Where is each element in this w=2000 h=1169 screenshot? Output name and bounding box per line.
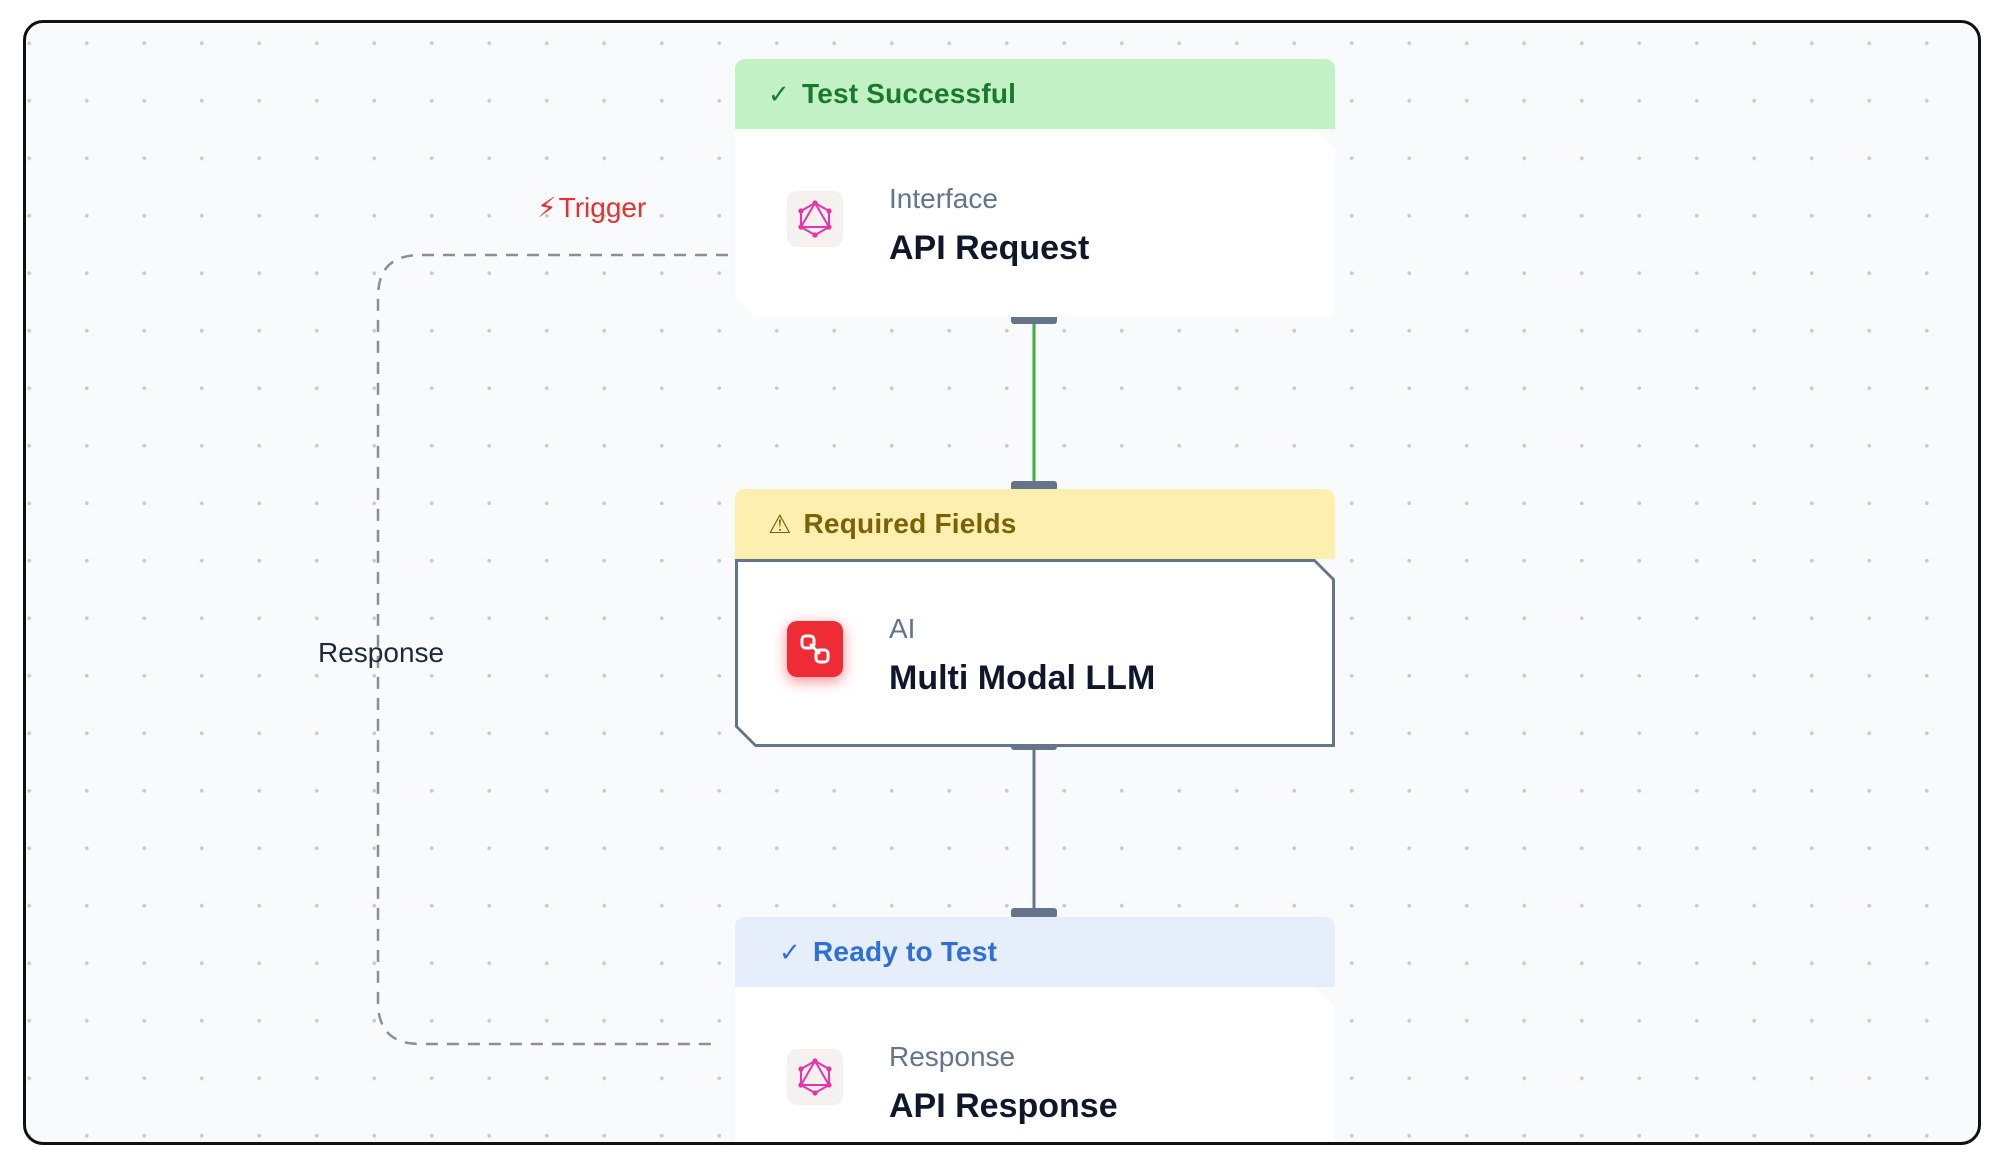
- status-banner-success: ✓ Test Successful: [735, 59, 1335, 129]
- node-api-request[interactable]: ✓ Test Successful Interface API Request: [735, 59, 1335, 317]
- node-title: Multi Modal LLM: [889, 659, 1156, 697]
- node-category: Interface: [889, 183, 998, 214]
- status-text: Required Fields: [803, 508, 1017, 539]
- check-icon: ✓: [768, 79, 790, 109]
- graphql-icon: [787, 1049, 843, 1105]
- trigger-label-text: Trigger: [558, 192, 647, 223]
- response-loop-connector: [376, 253, 728, 1046]
- status-banner-ready: ✓ Ready to Test: [735, 917, 1335, 987]
- workflow-canvas[interactable]: ⚡Trigger Response ✓ Test Successful Inte…: [23, 20, 1981, 1145]
- llm-icon: [787, 621, 843, 677]
- node-title: API Request: [889, 229, 1090, 267]
- node-card-body: AI Multi Modal LLM: [738, 562, 1332, 744]
- response-edge-label: Response: [318, 637, 445, 668]
- node-card[interactable]: Response API Response: [735, 987, 1335, 1145]
- lightning-icon: ⚡: [537, 192, 557, 223]
- node-card[interactable]: AI Multi Modal LLM: [735, 559, 1335, 747]
- node-title: API Response: [889, 1087, 1118, 1125]
- status-text: Ready to Test: [813, 936, 998, 967]
- status-text: Test Successful: [802, 78, 1017, 109]
- node-card[interactable]: Interface API Request: [735, 129, 1335, 317]
- node-multi-modal-llm[interactable]: ⚠ Required Fields AI Multi Modal LLM: [735, 489, 1335, 747]
- graphql-icon: [787, 191, 843, 247]
- trigger-edge-label: ⚡Trigger: [537, 191, 646, 224]
- warning-icon: ⚠: [768, 509, 792, 539]
- input-handle-llm[interactable]: [1011, 481, 1057, 491]
- status-banner-warning: ⚠ Required Fields: [735, 489, 1335, 559]
- input-handle-response[interactable]: [1011, 908, 1057, 918]
- node-category: Response: [889, 1041, 1016, 1072]
- node-category: AI: [889, 613, 916, 644]
- check-icon: ✓: [779, 937, 801, 967]
- node-api-response[interactable]: ✓ Ready to Test Response API Response: [735, 917, 1335, 1145]
